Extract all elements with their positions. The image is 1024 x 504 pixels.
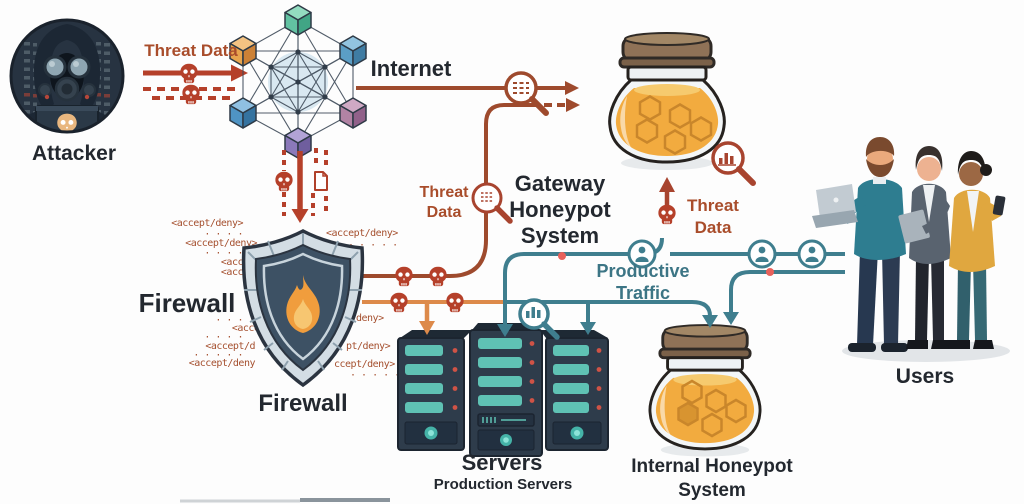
firewall-rule: · · · · · (348, 240, 398, 251)
arrowhead (291, 209, 309, 223)
skull-icon (445, 292, 465, 313)
firewall-rule: <accept/deny> (185, 238, 257, 249)
firewall-shield-icon (241, 229, 365, 388)
servers-illustration (397, 323, 609, 457)
internal-honeypot-label-line: Internal Honeypot (631, 456, 793, 477)
skull-icon (389, 292, 409, 313)
user-woman-tablet (898, 146, 952, 349)
firewall-rule: · · · · · (350, 370, 400, 381)
server-rack-middle (469, 323, 543, 457)
productive-traffic-label: Productive Traffic (596, 261, 689, 304)
internet-to-honeypot-flow (356, 81, 580, 112)
arrowhead (231, 64, 248, 82)
users-label: Users (895, 365, 955, 388)
servers-label: Servers (461, 450, 543, 475)
gateway-honeypot-icon (608, 31, 726, 172)
arrowhead (497, 324, 513, 337)
firewall-rule: <accept/deny> (171, 218, 243, 229)
firewall-rule: · · · · (204, 332, 243, 343)
gateway-honeypot-label-line: Honeypot (509, 196, 611, 222)
firewall-rule: <accep (231, 323, 266, 334)
user-circle-icon (747, 239, 777, 269)
arrowhead (580, 322, 596, 335)
firewall-rule: · · · · · (193, 350, 243, 361)
arrowhead (723, 312, 739, 325)
threat-data-mid-label: Threat Data (420, 183, 469, 223)
firewall-rule: pt/deny> (346, 341, 391, 352)
server-rack-left (397, 330, 472, 451)
skull-icon (394, 266, 414, 287)
skull-icon (428, 266, 448, 287)
botnet-to-firewall-arrows (282, 148, 328, 223)
attacker-label: Attacker (31, 142, 117, 165)
arrowhead (659, 177, 675, 192)
gateway-honeypot-label-line: Gateway (514, 171, 606, 196)
skull-icon (179, 63, 199, 84)
gateway-honeypot-label-line: System (520, 222, 600, 248)
alert-dot (766, 268, 774, 276)
phone-icon (992, 195, 1006, 216)
stats-magnifier-teal-icon (518, 298, 560, 340)
threat-data-top-label: Threat Data (144, 41, 238, 60)
firewall-rule: · · · · (204, 248, 243, 259)
cropped-edge-line (180, 498, 390, 503)
user-circle-icon (797, 239, 827, 269)
firewall-rule: · · · · (204, 229, 243, 240)
gateway-honeypot-label: Gateway Honeypot System (509, 171, 610, 249)
firewall-main-label: Firewall (258, 390, 348, 417)
threat-data-mid-label-line: Data (426, 204, 462, 221)
internal-honeypot-label: Internal Honeypot System (631, 455, 793, 503)
firewall-side-label: Firewall (138, 288, 236, 318)
firewall-rule: · · · (215, 315, 243, 326)
stats-magnifier-red-icon (711, 141, 756, 186)
skull-icon (274, 171, 294, 192)
firewall-rule: deny> (356, 313, 384, 324)
skull-icon (181, 84, 201, 105)
firewall-rule: ccept/deny> (334, 359, 395, 370)
production-servers-label: Production Servers (433, 476, 573, 493)
productive-traffic-label-line: Productive (596, 261, 690, 281)
user-woman-phone (948, 151, 1006, 349)
arrowhead (565, 81, 579, 95)
alert-dot (558, 252, 566, 260)
attacker-avatar (9, 18, 125, 134)
firewall-rule: <accept/deny> (326, 228, 398, 239)
goggle-left (43, 55, 67, 79)
internal-honeypot-icon (648, 323, 762, 458)
arrowhead (702, 315, 718, 328)
internal-honeypot-label-line: System (678, 479, 746, 501)
threat-data-right-label-line: Data (694, 218, 732, 238)
threat-data-mid-label-line: Threat (419, 184, 469, 201)
firewall-to-honeypot-threat-path (362, 103, 538, 278)
productive-traffic-label-line: Traffic (615, 282, 671, 303)
server-rack-right (540, 330, 609, 451)
arrowhead (566, 98, 580, 112)
users-illustration (812, 137, 1010, 362)
user-man-laptop (812, 137, 908, 352)
inspect-magnifier-icon (471, 182, 513, 224)
threat-data-right-label: Threat Data (687, 195, 739, 239)
document-icon (314, 171, 328, 191)
goggle-right (67, 55, 91, 79)
arrowhead (419, 321, 435, 335)
botnet-mesh-icon (229, 4, 367, 159)
firewall-rule: <acc (220, 267, 244, 278)
firewall-rule: <accept/d (205, 341, 255, 352)
tablet-icon (898, 209, 930, 244)
attack-traffic-line (362, 300, 503, 335)
firewall-rule: <acc (220, 257, 244, 268)
internet-label: Internet (370, 56, 452, 81)
skull-icon (657, 204, 677, 225)
threat-data-right-label-line: Threat (687, 196, 739, 215)
firewall-rule: <accept/deny (188, 358, 256, 369)
